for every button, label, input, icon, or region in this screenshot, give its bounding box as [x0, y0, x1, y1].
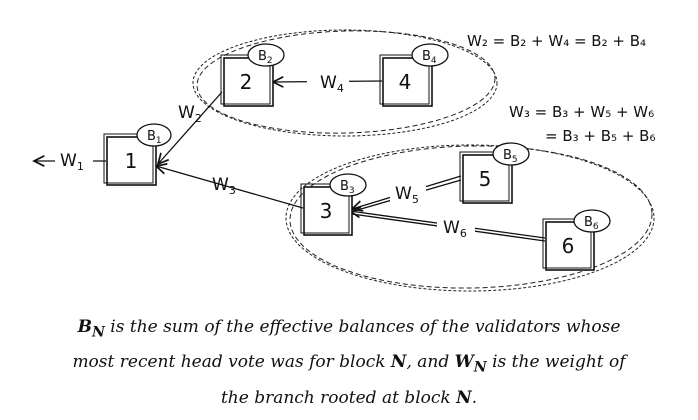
edge-3-to-1 [156, 166, 304, 209]
equation-w2: W₂ = B₂ + W₄ = B₂ + B₄ [467, 32, 646, 50]
block-3: 3 B3 [300, 173, 367, 236]
block-1: 1 B1 [103, 123, 172, 186]
equation-w3-line2: = B₃ + B₅ + B₆ [545, 127, 655, 145]
equation-w3-line1: W₃ = B₃ + W₅ + W₆ [509, 103, 654, 121]
block-tree-diagram: W4 W2 W3 W5 W6 W1 1 B1 [0, 29, 655, 292]
block-label: 4 [399, 70, 412, 94]
edge-weight-w5: W5 [395, 184, 419, 206]
figure-caption: BN is the sum of the effective balances … [0, 312, 698, 413]
edge-weight-w6: W6 [443, 218, 467, 240]
balance-label-b5: B5 [503, 148, 518, 165]
block-5: 5 B5 [459, 142, 530, 204]
caption-line-1: BN is the sum of the effective balances … [77, 317, 621, 341]
balance-label-b4: B4 [422, 49, 437, 66]
edge-weight-w3: W3 [212, 175, 236, 197]
subtree-3-ellipse [285, 144, 655, 292]
block-label: 1 [125, 149, 138, 173]
block-4: 4 B4 [379, 43, 449, 107]
edge-weight-w1: W1 [60, 151, 84, 173]
block-label: 5 [479, 167, 492, 191]
balance-label-b1: B1 [147, 129, 162, 146]
edge-2-to-1 [158, 91, 223, 164]
subtree-2-ellipse [192, 29, 498, 137]
edge-weight-w4: W4 [320, 73, 344, 95]
caption-line-2: most recent head vote was for block N, a… [72, 352, 626, 376]
caption-line-3: the branch rooted at block N. [220, 387, 478, 408]
balance-label-b3: B3 [340, 179, 355, 196]
block-label: 3 [320, 199, 333, 223]
block-6: 6 B6 [542, 209, 611, 271]
edge-weight-w2: W2 [178, 103, 202, 125]
block-label: 2 [240, 70, 253, 94]
balance-label-b6: B6 [584, 215, 599, 232]
block-label: 6 [562, 234, 575, 258]
block-2: 2 B2 [220, 43, 285, 107]
balance-label-b2: B2 [258, 49, 273, 66]
